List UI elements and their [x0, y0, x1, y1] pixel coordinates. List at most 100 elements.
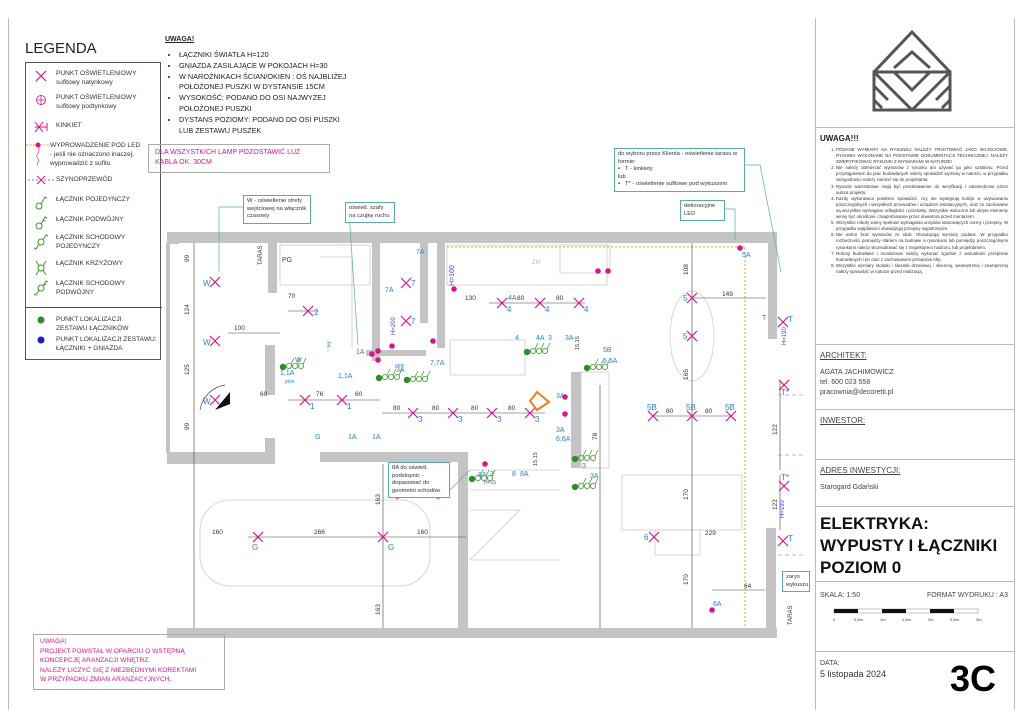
bay-outline	[778, 394, 805, 556]
warnings-title: UWAGA!!!	[820, 134, 859, 143]
light-point: 4	[496, 297, 512, 314]
dim-label: 76	[316, 391, 324, 398]
ceiling-light-icon	[686, 330, 698, 342]
switch-group	[468, 469, 496, 483]
legend-sub: - jeśli nie oznaczono inaczej, wyprowadz…	[50, 151, 134, 167]
light-point: 2	[302, 305, 319, 317]
light-point: 7	[400, 315, 416, 327]
drawing-title-section: ELEKTRYKA: WYPUSTY I ŁĄCZNIKI POZIOM 0	[816, 507, 1014, 582]
legend-item: WYPROWADZENIE POD LED - jeśli nie oznaczo…	[26, 141, 162, 168]
switch-icon	[596, 363, 603, 370]
light-label: T	[788, 315, 793, 324]
dim-label: 80	[393, 405, 401, 412]
warning-item: PODANE WYMIARY NA RYSUNKU NALEŻY TRAKTOW…	[836, 147, 1008, 165]
led-outlet-icon	[389, 343, 395, 349]
scale-tick: 0	[833, 617, 836, 622]
switch-label: 7,7A	[430, 360, 445, 367]
legend-sub: ZESTAWU ŁĄCZNIKÓW	[56, 325, 129, 332]
dim-label: 160	[212, 529, 223, 536]
investor-section: INWESTOR:	[816, 410, 1014, 460]
light-label: 5B	[725, 403, 735, 412]
legend-label: PUNKT LOKALIZACJI ZESTAWU:	[56, 336, 157, 343]
switch-icon	[578, 482, 585, 489]
switch-lever	[398, 368, 403, 376]
switch-icon	[530, 347, 537, 354]
dim-label: 108	[683, 264, 690, 275]
led-outlet-icon	[430, 338, 436, 344]
light-label: 7	[411, 279, 416, 288]
dim-label: 229	[705, 530, 716, 537]
light-point: W	[203, 335, 221, 347]
led-outlet-icon	[737, 245, 743, 251]
switch-lever	[420, 370, 425, 378]
ceiling-light-icon	[377, 531, 389, 543]
address-value: Starogard Gdański	[820, 484, 879, 491]
dim-label: 80	[556, 295, 564, 302]
light-label: W	[203, 279, 211, 288]
architect-phone: tel. 600 023 558	[820, 379, 871, 386]
callout-terrace-lighting: do wyboru przez Klienta - oświetlenie ta…	[614, 148, 745, 192]
warning-item: Nie wolno brać wymiarów ze skali. Obowią…	[836, 232, 1008, 250]
switch-lever	[392, 368, 397, 376]
led-outlet-icon	[375, 348, 381, 354]
notes-title: UWAGA!	[165, 36, 195, 43]
ceiling-light-icon	[573, 297, 585, 309]
warning-item: Każdy wykonawca powinien sprawdzić, czy …	[836, 196, 1008, 220]
switch-label: 3A	[590, 473, 599, 480]
switch-label: 4A	[508, 295, 517, 302]
cross-switch-icon	[26, 259, 56, 277]
warning-line: KONCEPCJĘ ARANŻACJI WNĘTRZ.	[40, 657, 151, 665]
floor-plan: 99 124 125 99 100 70 60 76 60 80 80 80 8…	[166, 164, 805, 638]
stair-switch-icon	[26, 233, 56, 251]
legend-label: WYPROWADZENIE POD LED	[50, 142, 141, 149]
switch-location-icon	[468, 475, 476, 483]
switch-icon	[486, 474, 493, 481]
switch-lever	[588, 477, 593, 485]
pendant-lamp-icon	[528, 390, 551, 412]
callout-entry-lighting: W - oświetlenie strefy wejściowej na włą…	[243, 195, 311, 224]
double-stair-switch-icon	[26, 279, 56, 297]
switch-icon	[381, 373, 388, 380]
switch-icon	[590, 482, 597, 489]
notes-list: ŁĄCZNIKI ŚWIATŁA H=120 GNIAZDA ZASILAJĄC…	[165, 50, 355, 136]
ceiling-light-icon	[209, 335, 221, 347]
led-outlet-icon	[709, 607, 715, 613]
dim-label: 124	[184, 304, 191, 315]
warning-item: Roboty budowlane i montażowe należy wyko…	[836, 251, 1008, 263]
ceiling-light-icon	[777, 535, 789, 547]
ceiling-light-icon	[400, 315, 412, 327]
light-label: 7	[411, 317, 416, 326]
ceiling-light-icon	[496, 297, 508, 309]
switch-icon	[415, 375, 422, 382]
ceiling-light-icon	[647, 410, 659, 422]
dimension-labels: 99 124 125 99 100 70 60 76 60 80 80 80 8…	[184, 254, 779, 615]
ceiling-light-recessed-icon	[26, 93, 56, 107]
switch-label: 3A	[396, 367, 405, 374]
architect-section: ARCHITEKT: AGATA JACHIMOWICZ tel. 600 02…	[816, 345, 1014, 410]
legend-label: PUNKT OŚWIETLENIOWY	[56, 94, 137, 101]
dim-label: 60	[260, 391, 268, 398]
dim-label: 149	[722, 291, 733, 298]
switch-icon	[421, 375, 428, 382]
light-label: 3	[535, 415, 540, 424]
legend-label: ŁĄCZNIK SCHODOWY	[56, 234, 126, 241]
switch-group	[403, 370, 431, 384]
ceiling-light-icon	[302, 305, 314, 317]
switch-location-icon	[26, 315, 56, 325]
light-label: T*	[781, 388, 789, 397]
switch-lever	[600, 358, 605, 366]
legend-sub: POJEDYNCZY	[56, 243, 101, 250]
switch-lever	[290, 357, 295, 365]
ceiling-light-icon	[209, 276, 221, 288]
warning-item: Nie należy obmierzać wymiarów z rysunku …	[836, 165, 1008, 183]
legend-label: ŁĄCZNIK SCHODOWY	[56, 280, 126, 287]
dim-label: 15,15	[533, 452, 539, 466]
room-label-taras: TARAS	[788, 605, 794, 625]
light-point: 3	[486, 407, 502, 424]
ceiling-light-icon	[209, 394, 221, 406]
legend-sub: PODWÓJNY	[56, 289, 95, 296]
switch-lever	[594, 449, 599, 457]
room-label-pg: PG	[282, 257, 292, 264]
light-point: G	[252, 531, 264, 552]
